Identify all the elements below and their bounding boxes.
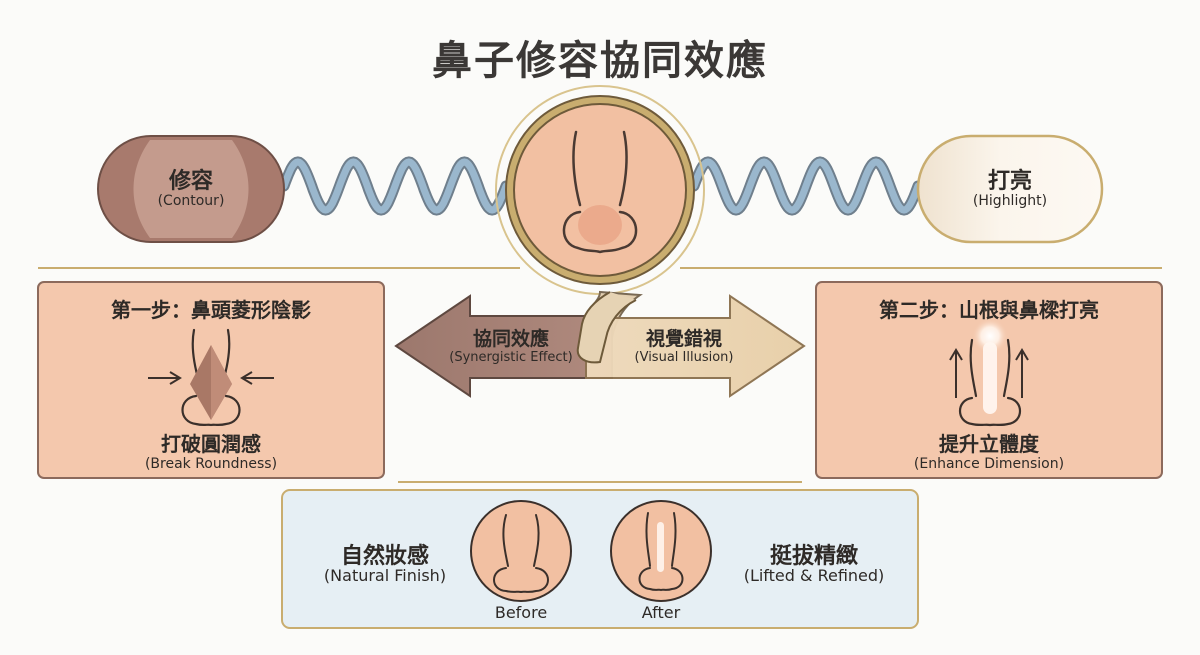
after-sublabel: (Lifted & Refined) <box>743 566 885 585</box>
after-nose-icon <box>610 500 712 602</box>
synergy-arrow-label: 協同效應 <box>472 328 549 350</box>
magnifier-handle <box>576 291 637 364</box>
highlight-pill <box>916 134 1104 244</box>
before-caption: Before <box>494 603 548 622</box>
step1-sublabel: (Break Roundness) <box>144 456 278 472</box>
illusion-arrow-label: 視覺錯視 <box>645 328 722 350</box>
before-sublabel: (Natural Finish) <box>323 566 447 585</box>
highlight-sublabel: (Highlight) <box>972 193 1048 209</box>
step2-sublabel: (Enhance Dimension) <box>913 456 1065 472</box>
step2-title: 第二步：山根與鼻樑打亮 <box>879 298 1099 322</box>
step2-panel <box>815 281 1163 479</box>
step1-title: 第一步：鼻頭菱形陰影 <box>111 298 311 322</box>
before-nose-icon <box>470 500 572 602</box>
step1-label: 打破圓潤感 <box>161 432 261 456</box>
synergy-arrow-sublabel: (Synergistic Effect) <box>449 350 573 365</box>
contour-label: 修容 <box>168 169 213 194</box>
step1-panel <box>37 281 385 479</box>
wave-connector-left <box>280 158 510 214</box>
illusion-arrow <box>585 294 806 398</box>
contour-sublabel: (Contour) <box>157 193 225 209</box>
after-label: 挺拔精緻 <box>769 544 858 569</box>
contour-pill <box>97 135 285 243</box>
illusion-arrow-sublabel: (Visual Illusion) <box>634 350 734 365</box>
diagram-title: 鼻子修容協同效應 <box>432 38 768 84</box>
result-panel <box>281 489 919 629</box>
highlight-label: 打亮 <box>987 169 1032 194</box>
step2-label: 提升立體度 <box>939 432 1039 456</box>
before-label: 自然妝感 <box>340 544 429 569</box>
wave-connector-right <box>690 158 922 214</box>
after-caption: After <box>641 603 681 622</box>
